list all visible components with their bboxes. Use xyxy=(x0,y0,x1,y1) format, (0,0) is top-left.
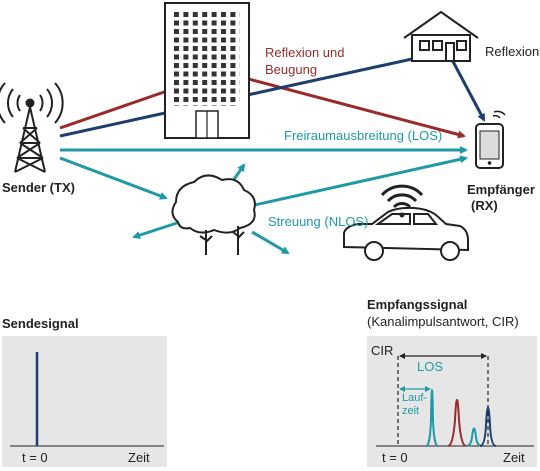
transmitter-tower-icon xyxy=(0,82,64,173)
reflection-diffraction-label-line1: Reflexion und xyxy=(265,45,345,60)
receive-x-axis-label: Zeit xyxy=(503,450,525,465)
los-peak-label: LOS xyxy=(417,359,444,374)
receiver-label-line1: Empfänger xyxy=(467,182,535,197)
receive-panel-subtitle: (Kanalimpulsantwort, CIR) xyxy=(367,314,519,329)
reflection-arrow-out xyxy=(446,51,486,122)
delay-label-line2: zeit xyxy=(402,405,420,417)
smartphone-icon xyxy=(475,110,506,169)
send-panel-background xyxy=(2,336,167,467)
office-building-icon xyxy=(164,2,250,139)
delay-label-line1: Lauf- xyxy=(402,392,428,404)
send-x-axis-label: Zeit xyxy=(128,450,150,465)
sender-label: Sender (TX) xyxy=(2,180,75,195)
send-x-origin-label: t = 0 xyxy=(22,450,48,465)
reflection-label: Reflexion xyxy=(485,44,540,59)
scatter-arrow-trees-to-rx xyxy=(231,155,468,212)
receiver-label-line2: (RX) xyxy=(471,198,498,213)
house-icon xyxy=(403,10,479,62)
send-panel-title: Sendesignal xyxy=(2,316,79,331)
scatter-arrow-to-trees xyxy=(59,156,168,200)
reflection-diffraction-label-line2: Beugung xyxy=(265,62,318,77)
reflection-diffraction-arrow-out xyxy=(221,70,466,139)
reflection-arrow-in xyxy=(59,49,446,138)
cir-axis-label: CIR xyxy=(371,343,394,358)
receive-panel-title: Empfangssignal xyxy=(367,297,468,312)
trees-icon xyxy=(171,174,256,255)
wifi-icon xyxy=(380,184,424,218)
scatter-arrow-down xyxy=(251,230,290,255)
scattering-label: Streuung (NLOS) xyxy=(268,214,369,229)
receive-x-origin-label: t = 0 xyxy=(382,450,408,465)
scatter-arrow-left xyxy=(132,220,181,239)
los-path-label: Freiraumausbreitung (LOS) xyxy=(284,128,443,143)
